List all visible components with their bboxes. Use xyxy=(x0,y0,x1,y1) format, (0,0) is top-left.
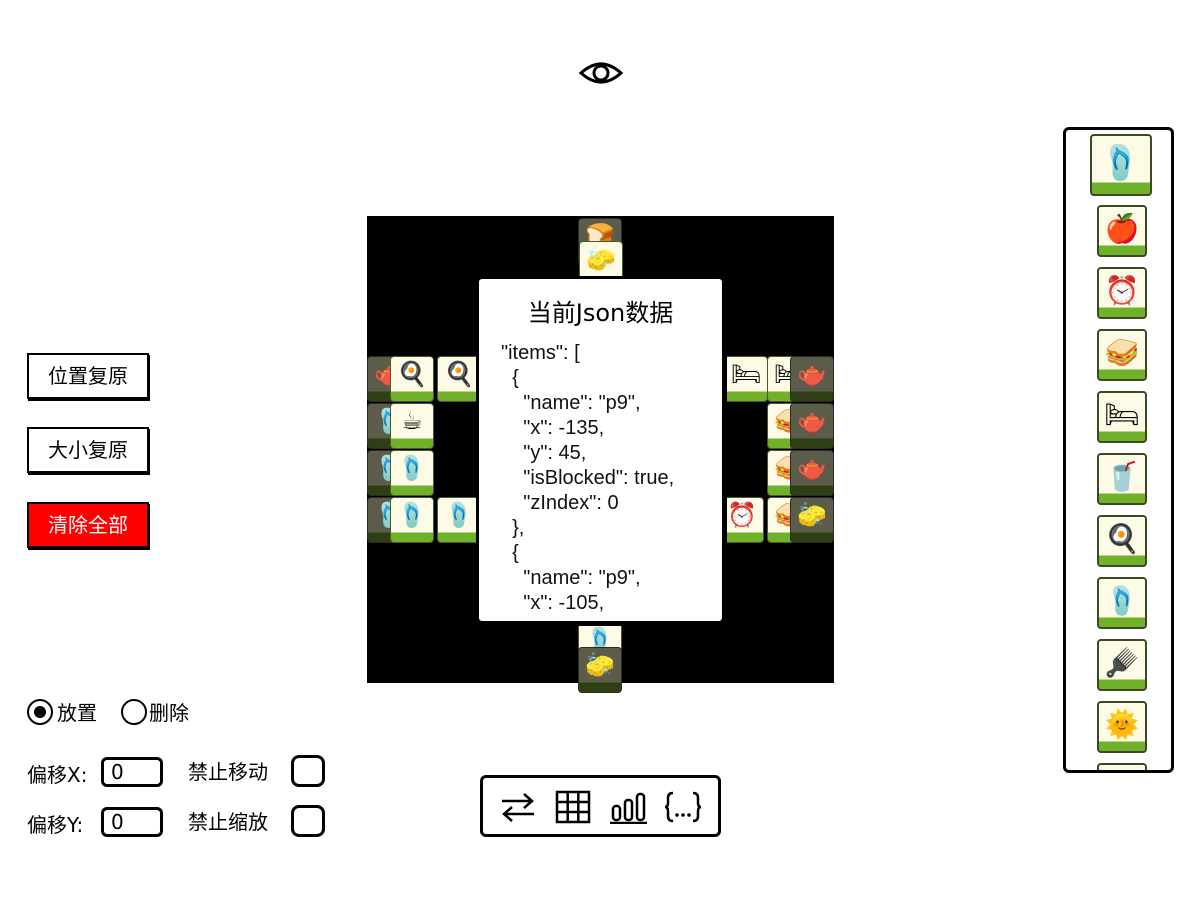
json-code-line: "x": -135, xyxy=(501,417,605,439)
json-code-line: { xyxy=(501,542,519,564)
json-code-view[interactable]: "items": [ { "name": "p9", "x": -135, "y… xyxy=(501,341,714,615)
swap-icon[interactable] xyxy=(498,790,538,824)
sponge-icon: 🧽 xyxy=(585,651,615,679)
palette-tile[interactable]: ⏰ xyxy=(1097,267,1147,319)
green-slipper-icon: 🩴 xyxy=(397,501,427,529)
place-mode-radio[interactable] xyxy=(27,699,53,725)
apple-icon: 🍎 xyxy=(1104,212,1140,245)
place-mode-label: 放置 xyxy=(57,701,97,725)
json-code-line: "name": "p9", xyxy=(501,567,641,589)
palette-tile[interactable]: 🍽 xyxy=(1097,763,1147,773)
grid-line xyxy=(738,217,742,682)
palette-tile[interactable]: 🍎 xyxy=(1097,205,1147,257)
clear-all-button[interactable]: 清除全部 xyxy=(27,502,149,548)
orange-juice-icon: 🥤 xyxy=(1104,460,1140,493)
fried-egg-icon: 🍳 xyxy=(1104,522,1140,555)
green-slipper-icon: 🩴 xyxy=(444,501,474,529)
disable-move-checkbox[interactable] xyxy=(291,755,325,787)
modal-title: 当前Json数据 xyxy=(527,299,674,327)
offset-y-input[interactable]: 0 xyxy=(101,807,163,837)
json-code-line: "zIndex": 0 xyxy=(501,492,619,514)
board-tile[interactable]: 🧽 xyxy=(578,647,622,693)
board-tile[interactable]: ☕ xyxy=(390,403,434,449)
delete-mode-radio[interactable] xyxy=(121,699,147,725)
disable-scale-label: 禁止缩放 xyxy=(188,810,268,834)
sandwich-icon: 🥪 xyxy=(1104,336,1140,369)
palette-tile[interactable]: 🩴 xyxy=(1090,134,1152,196)
palette-tile[interactable]: 🌞 xyxy=(1097,701,1147,753)
board-tile[interactable]: 🫖 xyxy=(790,403,834,449)
green-slipper-icon: 🩴 xyxy=(397,454,427,482)
offset-y-label: 偏移Y: xyxy=(27,813,84,837)
disable-move-label: 禁止移动 xyxy=(188,760,268,784)
board-tile[interactable]: 🧽 xyxy=(790,497,834,543)
kettle-icon: 🫖 xyxy=(797,407,827,435)
json-code-line: "y": 45, xyxy=(501,442,587,464)
tile-palette[interactable]: 🩴 🍎 ⏰ 🥪 🛏 🥤 🍳 🩴 🪮 🌞 🍽 xyxy=(1063,127,1174,773)
sponge-icon: 🧽 xyxy=(586,245,616,273)
alarm-clock-icon: ⏰ xyxy=(1104,274,1140,307)
json-code-line: "items": [ xyxy=(501,342,580,364)
kettle-icon: 🫖 xyxy=(797,454,827,482)
grid-icon[interactable] xyxy=(553,790,593,824)
palette-tile[interactable]: 🍳 xyxy=(1097,515,1147,567)
json-code-line: "name": "p9", xyxy=(501,392,641,414)
fried-egg-icon: 🍳 xyxy=(397,360,427,388)
json-data-modal: 当前Json数据 "items": [ { "name": "p9", "x":… xyxy=(476,276,725,624)
pillow-icon: 🛏 xyxy=(730,360,762,388)
sponge-icon: 🧽 xyxy=(797,501,827,529)
json-code-line: "isBlocked": true, xyxy=(501,467,675,489)
bar-chart-icon[interactable] xyxy=(608,790,648,824)
palette-tile[interactable]: 🩴 xyxy=(1097,577,1147,629)
json-code-line: { xyxy=(501,367,519,389)
board-tile[interactable]: 🩴 xyxy=(390,450,434,496)
eye-icon[interactable] xyxy=(578,58,624,88)
sun-icon: 🌞 xyxy=(1104,708,1140,741)
offset-x-label: 偏移X: xyxy=(27,763,88,787)
palette-tile[interactable]: 🥪 xyxy=(1097,329,1147,381)
disable-scale-checkbox[interactable] xyxy=(291,805,325,837)
board-tile[interactable]: 🫖 xyxy=(790,450,834,496)
reset-position-button[interactable]: 位置复原 xyxy=(27,353,149,399)
board-tile[interactable]: ⏰ xyxy=(720,497,764,543)
palette-tile[interactable]: 🪮 xyxy=(1097,639,1147,691)
delete-mode-label: 删除 xyxy=(149,701,189,725)
palette-tile[interactable]: 🥤 xyxy=(1097,453,1147,505)
json-code-line: "x": -105, xyxy=(501,592,605,614)
board-tile[interactable]: 🍳 xyxy=(390,356,434,402)
palette-tile[interactable]: 🛏 xyxy=(1097,391,1147,443)
radio-selected-dot xyxy=(34,706,46,718)
board-tile[interactable]: 🫖 xyxy=(790,356,834,402)
board-tile[interactable]: 🍳 xyxy=(437,356,481,402)
alarm-clock-icon: ⏰ xyxy=(727,501,757,529)
json-code-line: }, xyxy=(501,517,525,539)
coffee-cup-icon: ☕ xyxy=(401,407,423,435)
plate-icon: 🍽 xyxy=(1104,770,1140,773)
offset-x-input[interactable]: 0 xyxy=(101,757,163,787)
green-slipper-icon: 🩴 xyxy=(1099,143,1143,183)
black-slipper-icon: 🩴 xyxy=(1104,584,1140,617)
fried-egg-icon: 🍳 xyxy=(444,360,474,388)
hairbrush-icon: 🪮 xyxy=(1104,646,1140,679)
bottom-toolbar xyxy=(480,775,721,837)
board-tile[interactable]: 🛏 xyxy=(724,356,768,402)
kettle-icon: 🫖 xyxy=(797,360,827,388)
pillow-icon: 🛏 xyxy=(1104,398,1140,431)
json-braces-icon[interactable] xyxy=(663,790,703,824)
grid-line xyxy=(785,217,788,682)
reset-size-button[interactable]: 大小复原 xyxy=(27,427,149,473)
board-tile[interactable]: 🩴 xyxy=(437,497,481,543)
board-tile[interactable]: 🩴 xyxy=(390,497,434,543)
